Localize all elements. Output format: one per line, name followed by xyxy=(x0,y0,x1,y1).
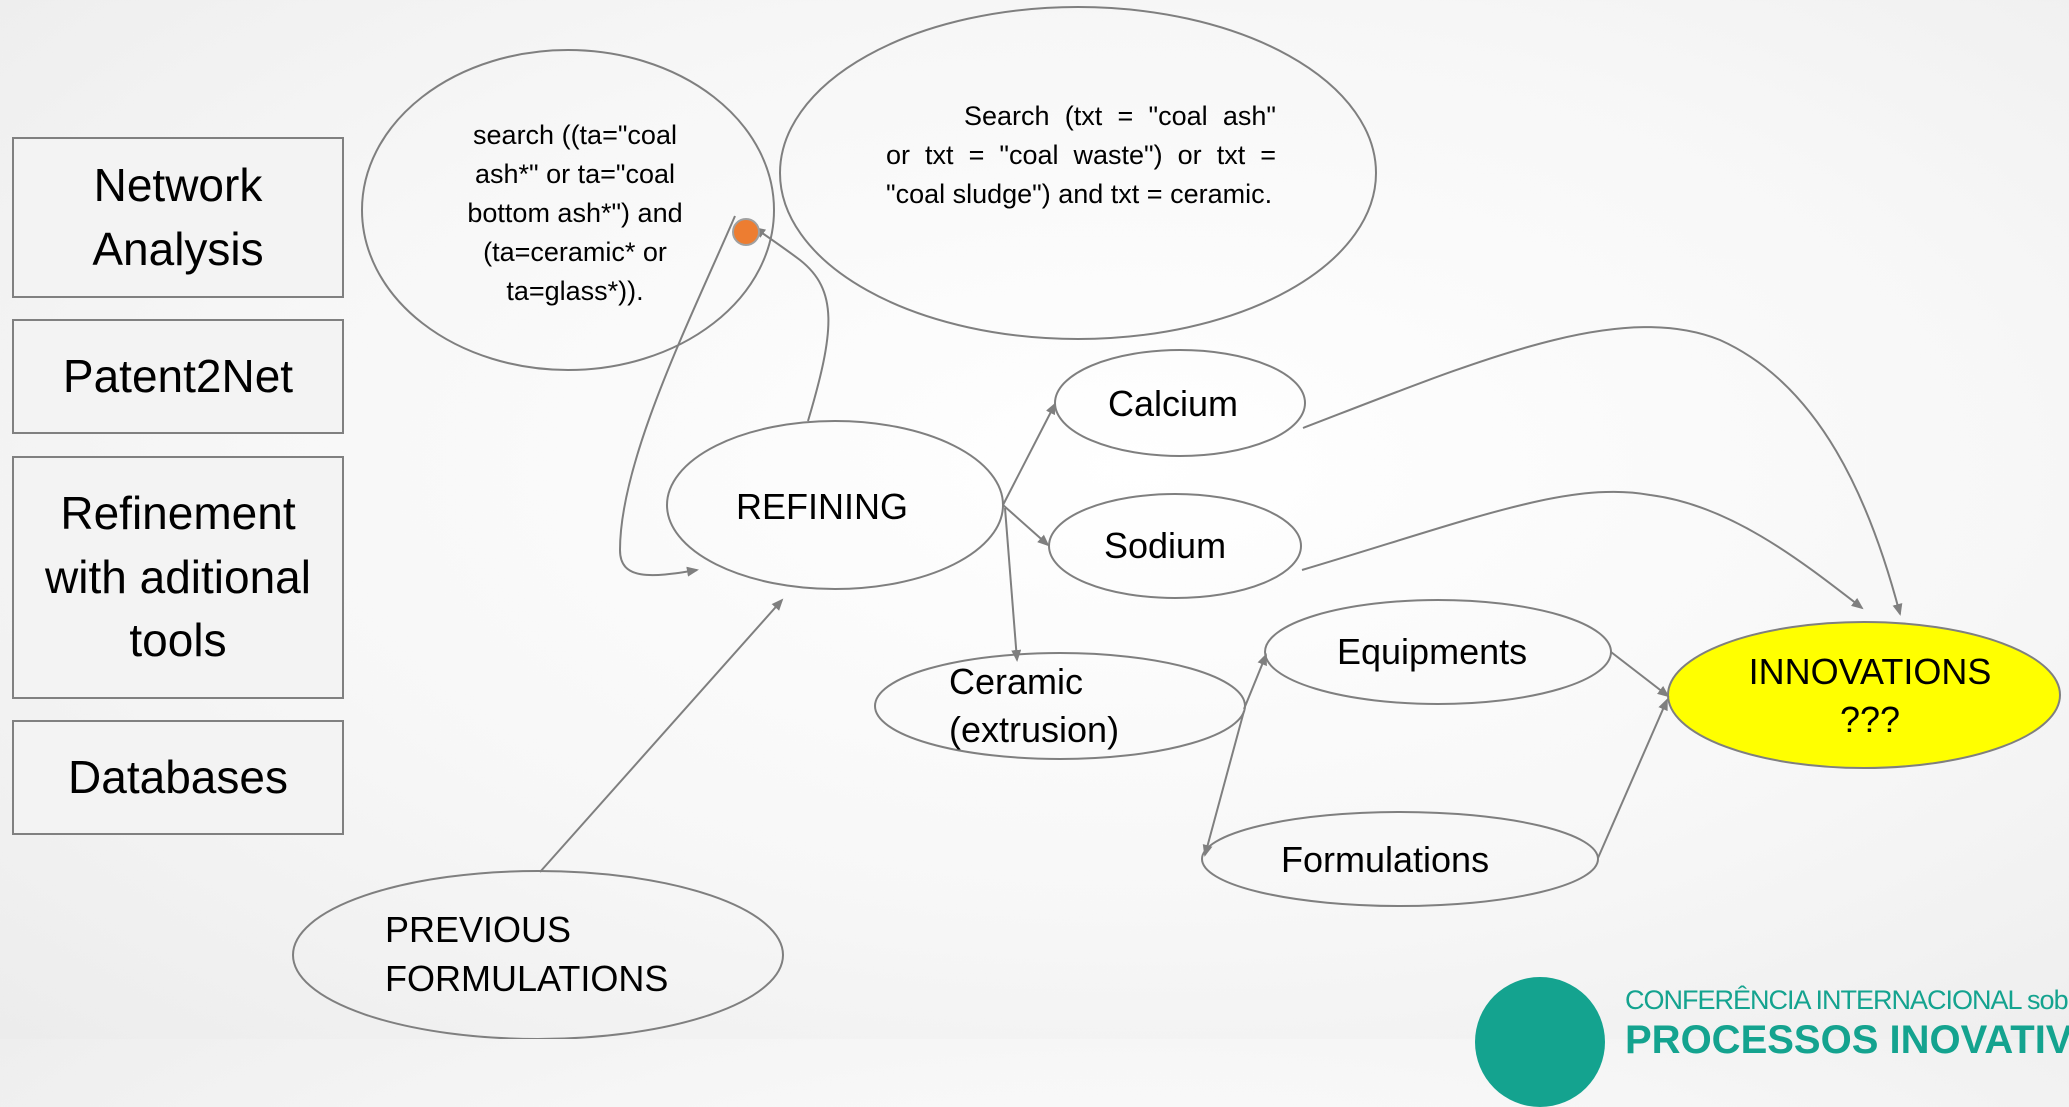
edge-calcium-to-innovations xyxy=(1302,326,1903,616)
query2-content: Search (txt = "coal ash" or txt = "coal … xyxy=(886,101,1276,209)
refinement-label: Refinement with aditional tools xyxy=(45,487,311,667)
query2-ellipse xyxy=(779,6,1377,340)
edge-refining-to-ceramic xyxy=(1004,507,1022,662)
databases-box: Databases xyxy=(12,720,344,835)
edge-refining-loop xyxy=(618,215,736,577)
edge-sodium-to-innovations xyxy=(1301,490,1864,610)
network-analysis-label: Network Analysis xyxy=(92,159,264,275)
calcium-label: Calcium xyxy=(1108,383,1239,424)
formulations-label: Formulations xyxy=(1281,839,1490,880)
equipments-label: Equipments xyxy=(1337,631,1528,672)
query2-text: Search (txt = "coal ash" or txt = "coal … xyxy=(886,97,1276,214)
formulations-ellipse xyxy=(1201,811,1599,907)
conference-logo-line1: CONFERÊNCIA INTERNACIONAL sobre xyxy=(1625,985,2069,1015)
edge-ceramic-to-formulations xyxy=(1202,710,1245,857)
patent2net-label: Patent2Net xyxy=(62,349,294,402)
databases-label: Databases xyxy=(68,750,288,803)
edge-ceramic-to-equipments xyxy=(1243,653,1267,710)
innovations-label: INNOVATIONS ??? xyxy=(1748,651,1992,740)
previous-ellipse xyxy=(292,870,784,1039)
network-analysis-box: Network Analysis xyxy=(12,137,344,298)
edge-refining-to-query1 xyxy=(753,226,830,422)
diagram-canvas xyxy=(292,6,2061,1039)
refining-label: REFINING xyxy=(736,486,909,527)
sodium-label: Sodium xyxy=(1104,525,1227,566)
edge-refining-to-calcium xyxy=(1002,402,1056,506)
edge-previous-to-refining xyxy=(539,598,784,873)
refinement-box: Refinement with aditional tools xyxy=(12,456,344,699)
connector-marker xyxy=(732,218,760,246)
edge-equipments-to-innovations xyxy=(1610,651,1670,698)
query1-ellipse xyxy=(361,49,775,371)
conference-logo-mark xyxy=(1475,977,1605,1107)
ceramic-label: Ceramic (extrusion) xyxy=(949,661,1120,750)
previous-formulations-label: PREVIOUS FORMULATIONS xyxy=(385,909,669,999)
patent2net-box: Patent2Net xyxy=(12,319,344,434)
query1-text: search ((ta="coal ash*" or ta="coal bott… xyxy=(467,120,683,306)
conference-logo-line2: PROCESSOS INOVATIVOS xyxy=(1625,1018,2069,1062)
edge-refining-to-sodium xyxy=(1002,504,1050,547)
edge-formulations-to-innovations xyxy=(1597,698,1668,859)
